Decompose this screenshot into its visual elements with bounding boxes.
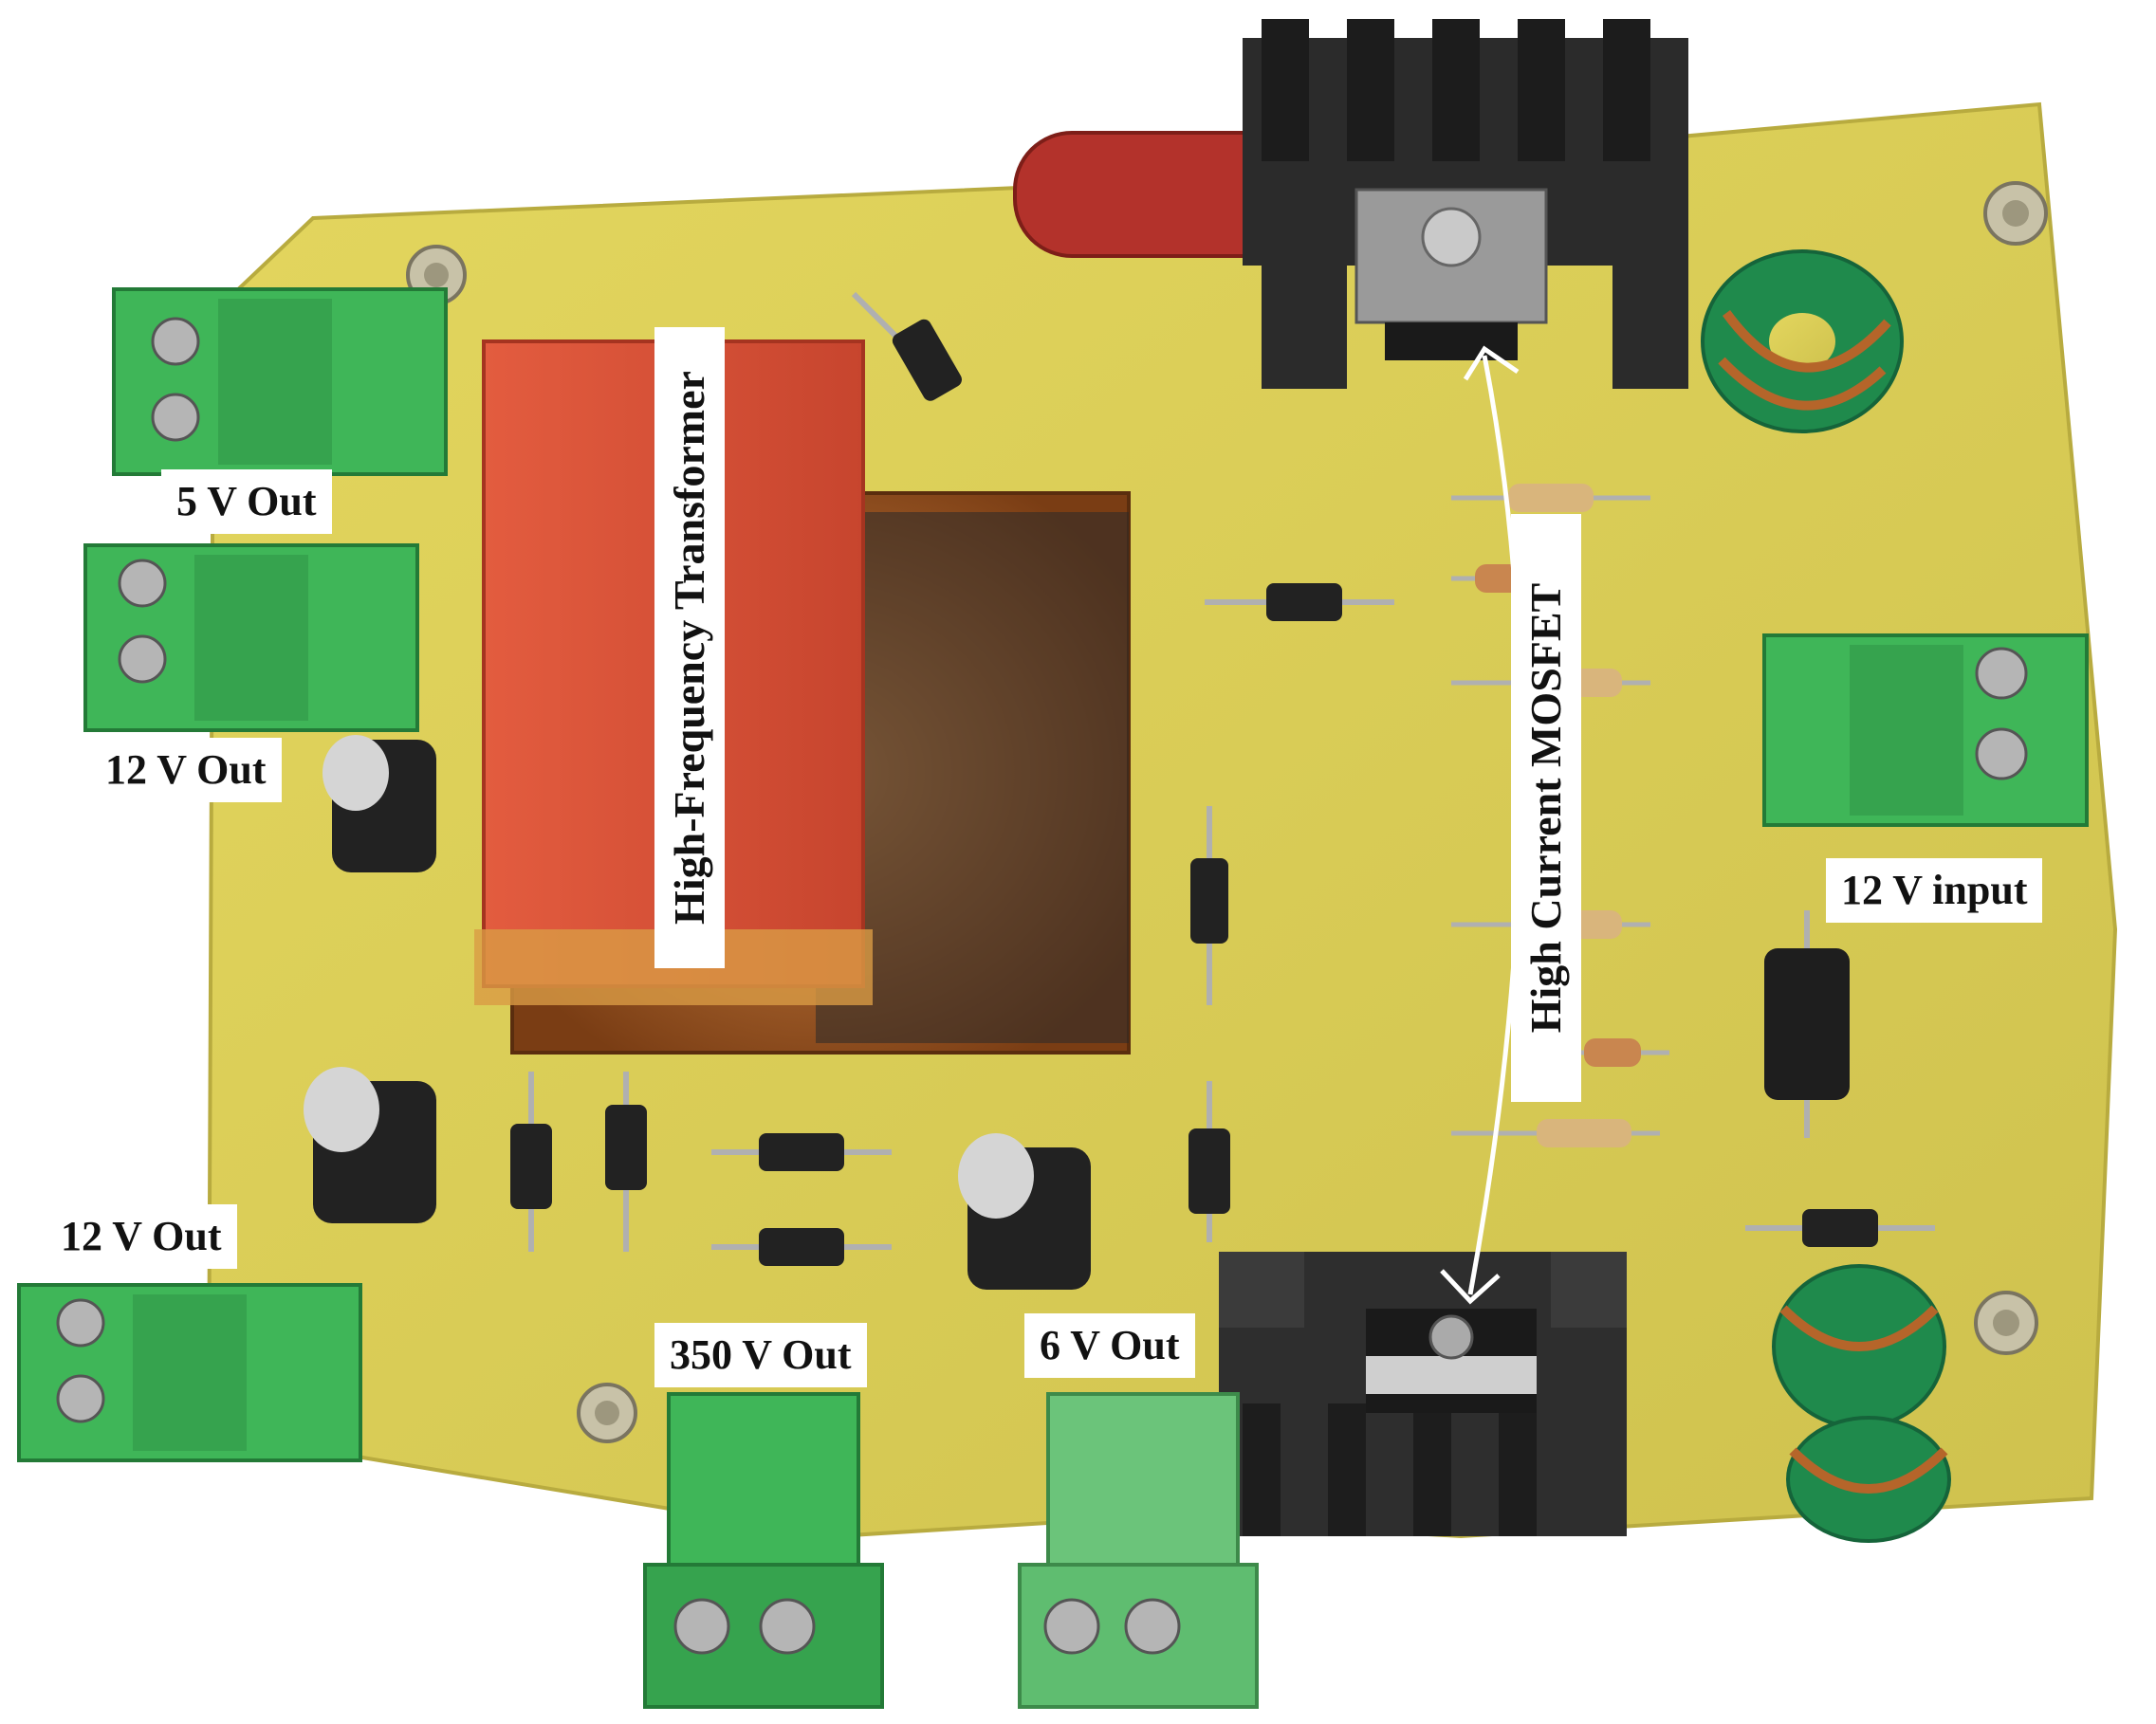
mounting-screw <box>1974 1291 2038 1355</box>
label-12v-out-upper: 12 V Out <box>90 738 282 802</box>
mounting-screw <box>577 1383 637 1443</box>
label-mosfet: High Current MOSFET <box>1511 514 1581 1102</box>
label-5v-out: 5 V Out <box>161 469 332 534</box>
label-6v-out: 6 V Out <box>1024 1313 1195 1378</box>
terminal-block-5v <box>112 287 448 476</box>
heatsink-top <box>1243 19 1688 389</box>
diode <box>1764 910 1850 1138</box>
heatsink-bottom <box>1219 1252 1627 1536</box>
toroid-inductor-top <box>1701 249 1904 433</box>
diode <box>510 1072 552 1252</box>
terminal-block-6v <box>1018 1392 1259 1709</box>
diode <box>711 1228 892 1266</box>
toroid-inductor-bottom <box>1772 1264 1951 1543</box>
label-12v-out-lower: 12 V Out <box>46 1204 237 1269</box>
diode <box>851 291 962 401</box>
diode <box>1745 1209 1935 1247</box>
resistor <box>1451 1119 1660 1147</box>
diode <box>1190 806 1228 1005</box>
terminal-block-12v-upper <box>83 543 419 732</box>
terminal-block-350v <box>643 1392 884 1709</box>
diode <box>711 1133 892 1171</box>
diode <box>1205 583 1394 621</box>
electrolytic-capacitor <box>322 735 436 872</box>
label-350v-out: 350 V Out <box>654 1323 867 1387</box>
label-12v-input: 12 V input <box>1826 858 2043 923</box>
resistor <box>1451 484 1650 512</box>
mounting-screw <box>1983 181 2048 246</box>
electrolytic-capacitor <box>304 1067 436 1223</box>
terminal-block-12v-input <box>1762 633 2089 827</box>
label-transformer: High-Frequency Transformer <box>654 327 725 968</box>
terminal-block-12v-lower <box>17 1283 362 1462</box>
diode <box>605 1072 647 1252</box>
electrolytic-capacitor <box>958 1133 1091 1290</box>
diode <box>1189 1081 1230 1242</box>
